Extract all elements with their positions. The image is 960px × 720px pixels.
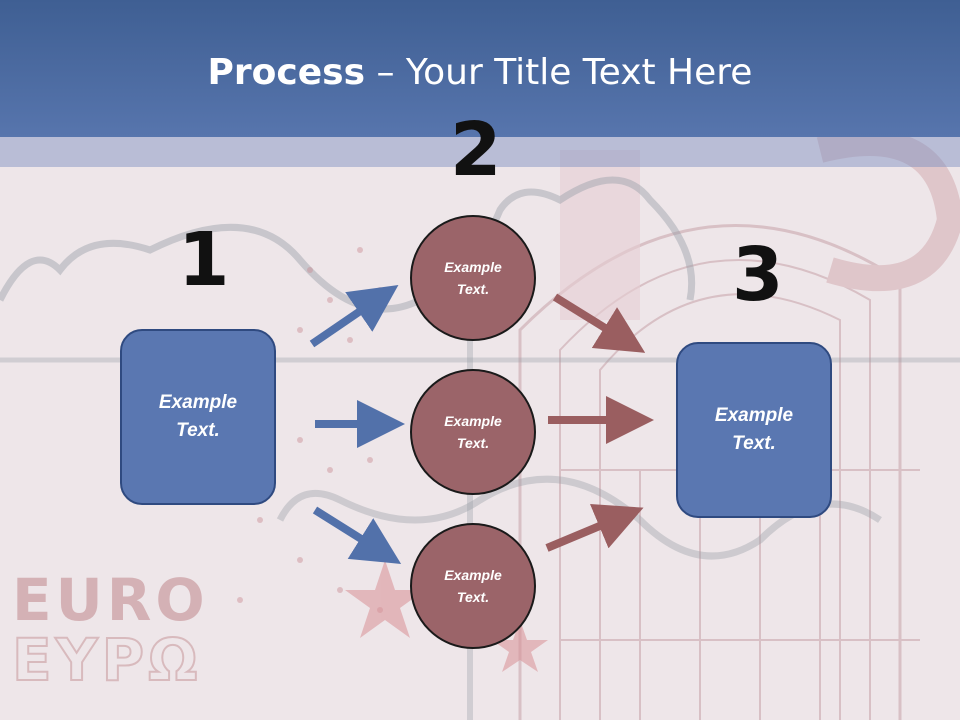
eypo-watermark: ΕΥΡΩ: [12, 626, 201, 694]
euro-watermark: EURO: [12, 566, 209, 634]
arrow-to-bottom: [312, 506, 402, 565]
arrow-to-top: [309, 284, 399, 348]
title-bar: [0, 0, 960, 137]
end-box: Example Text.: [676, 342, 832, 518]
circle-middle: Example Text.: [410, 369, 536, 495]
title-band: [0, 137, 960, 167]
circle-bottom: Example Text.: [410, 523, 536, 649]
step-number-1: 1: [178, 217, 230, 303]
title-bold: Process: [207, 52, 366, 93]
arrow-from-top: [552, 293, 646, 353]
step-number-2: 2: [450, 107, 502, 193]
start-box: Example Text.: [120, 329, 276, 505]
page-title: Process – Your Title Text Here: [0, 52, 960, 93]
arrow-from-bottom: [545, 504, 644, 552]
step-number-3: 3: [732, 232, 784, 318]
title-rest: – Your Title Text Here: [365, 52, 753, 93]
start-box-text: Example Text.: [158, 391, 238, 442]
circle-top-text: Example Text.: [444, 258, 502, 297]
circle-middle-text: Example Text.: [444, 412, 502, 451]
end-box-text: Example Text.: [714, 404, 794, 455]
circle-bottom-text: Example Text.: [444, 566, 502, 605]
circle-top: Example Text.: [410, 215, 536, 341]
